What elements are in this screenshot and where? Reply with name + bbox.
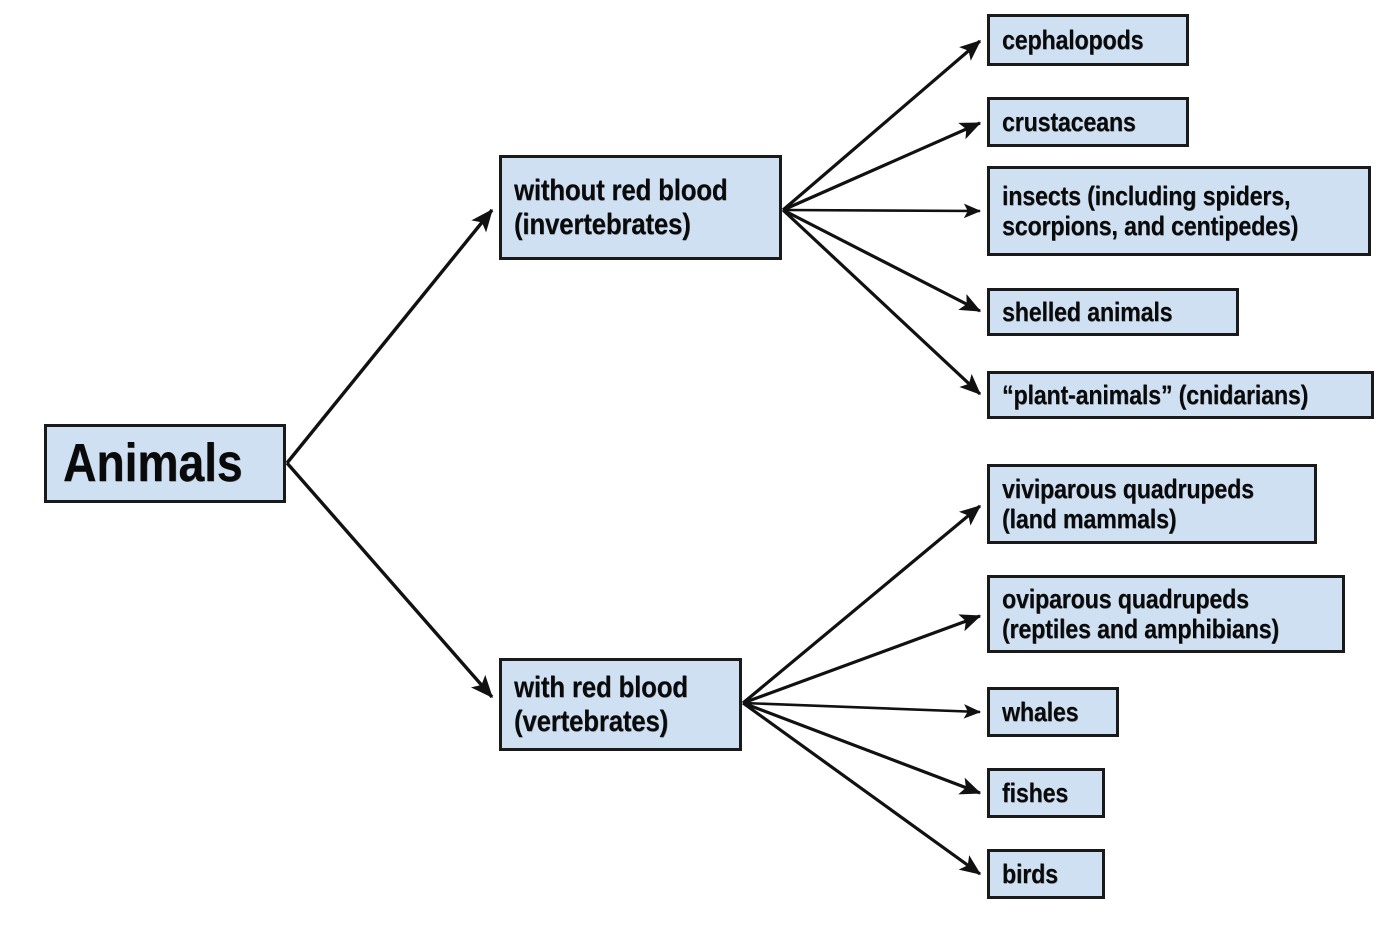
node-crustaceans[interactable]: crustaceans [987,97,1189,147]
node-plant-animals-cnidarians-label: “plant-animals” (cnidarians) [1002,379,1309,410]
node-oviparous-quadrupeds-label: oviparous quadrupeds (reptiles and amphi… [1002,583,1279,644]
node-whales-label: whales [1002,696,1079,727]
edge-invertebrates-to-shelled [782,208,982,313]
node-viviparous-quadrupeds[interactable]: viviparous quadrupeds (land mammals) [987,464,1317,544]
edge-vertebrates-to-birds [742,701,982,876]
node-animals[interactable]: Animals [44,424,286,503]
node-shelled-animals-label: shelled animals [1002,296,1173,327]
edge-vertebrates-to-fishes [742,701,982,795]
edge-invertebrates-to-crustaceans [782,121,982,212]
node-oviparous-quadrupeds[interactable]: oviparous quadrupeds (reptiles and amphi… [987,575,1345,653]
node-insects[interactable]: insects (including spiders, scorpions, a… [987,166,1371,256]
node-cephalopods[interactable]: cephalopods [987,14,1189,66]
node-whales[interactable]: whales [987,687,1119,737]
edge-root-to-invertebrates [285,208,494,465]
edge-vertebrates-to-mammals [741,504,982,705]
node-vertebrates-label: with red blood (vertebrates) [514,670,688,738]
node-viviparous-quadrupeds-label: viviparous quadrupeds (land mammals) [1002,473,1254,534]
edge-invertebrates-to-cnidarians [781,208,982,396]
node-fishes-label: fishes [1002,777,1069,808]
node-birds-label: birds [1002,858,1058,889]
node-cephalopods-label: cephalopods [1002,24,1144,55]
node-plant-animals-cnidarians[interactable]: “plant-animals” (cnidarians) [987,371,1374,419]
edge-invertebrates-to-cephalopods [781,39,982,212]
node-birds[interactable]: birds [987,849,1105,899]
edge-invertebrates-to-insects [782,203,982,219]
edge-vertebrates-to-reptiles [742,614,982,705]
node-vertebrates[interactable]: with red blood (vertebrates) [499,658,742,751]
node-shelled-animals[interactable]: shelled animals [987,288,1239,336]
node-animals-label: Animals [63,433,243,494]
node-crustaceans-label: crustaceans [1002,106,1136,137]
node-invertebrates[interactable]: without red blood (invertebrates) [499,155,782,260]
edge-vertebrates-to-whales [742,701,982,719]
edge-root-to-vertebrates [285,461,494,699]
node-insects-label: insects (including spiders, scorpions, a… [1002,180,1299,241]
node-fishes[interactable]: fishes [987,768,1105,818]
node-invertebrates-label: without red blood (invertebrates) [514,173,728,241]
